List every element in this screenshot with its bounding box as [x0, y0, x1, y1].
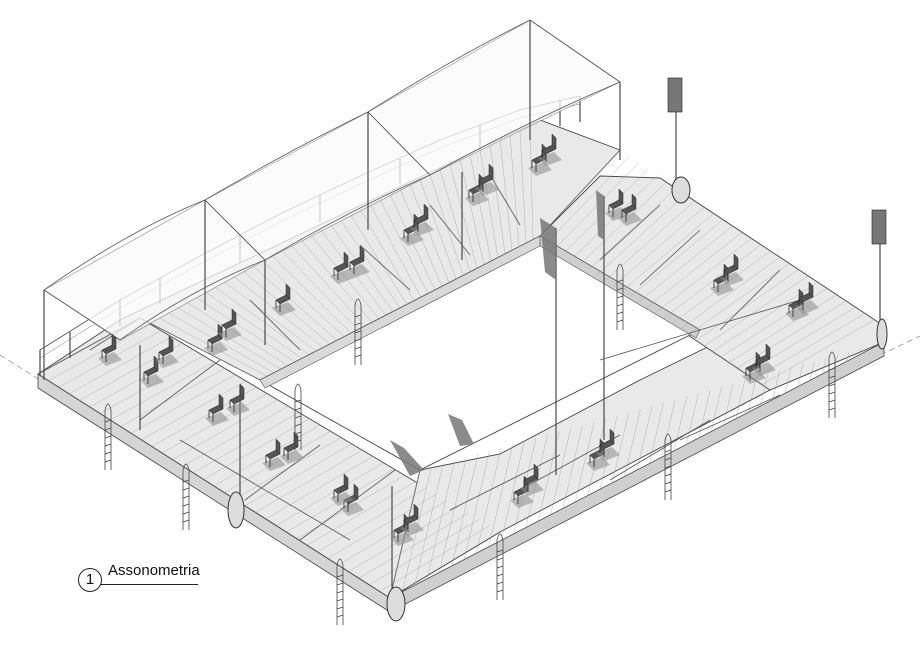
chair — [208, 393, 224, 415]
axis-line-right — [879, 335, 920, 356]
ladder — [616, 263, 624, 330]
chair — [333, 251, 349, 273]
chair — [723, 253, 739, 275]
chair-shadow — [272, 302, 296, 316]
chair-shadow — [330, 270, 354, 284]
chair-shadow — [155, 354, 179, 368]
chair-shadow — [795, 300, 819, 314]
furniture — [98, 133, 819, 546]
chair — [229, 383, 245, 405]
chair — [413, 203, 429, 225]
chair — [158, 335, 174, 357]
chair — [265, 438, 281, 460]
life-buoy — [227, 491, 245, 529]
view-number: 1 — [78, 568, 102, 592]
ladder — [182, 463, 190, 530]
chair-shadow — [340, 502, 364, 516]
flag-poles — [239, 77, 887, 600]
axis-line-left — [0, 354, 41, 381]
chair-shadow — [98, 352, 122, 366]
chair — [403, 503, 419, 525]
chair — [275, 283, 291, 305]
chair — [283, 431, 299, 453]
chair-shadow — [262, 457, 286, 471]
flag-shadow — [390, 440, 424, 476]
chair-shadow — [720, 272, 744, 286]
chair — [478, 163, 494, 185]
chair — [608, 188, 624, 210]
ladder — [294, 383, 302, 450]
life-buoys — [227, 176, 888, 622]
view-title: Assonometria — [108, 562, 200, 579]
chair — [755, 343, 771, 365]
chair-shadow — [330, 492, 354, 506]
module-seams — [89, 174, 801, 541]
chair-shadow — [410, 222, 434, 236]
chair — [101, 333, 117, 355]
chair-shadow — [510, 494, 534, 508]
ladder — [496, 533, 504, 600]
chair — [349, 245, 365, 267]
chair — [599, 428, 615, 450]
chair-shadow — [280, 450, 304, 464]
chair-shadow — [140, 374, 164, 388]
shade-canopy — [43, 19, 621, 430]
ladder — [828, 351, 836, 418]
chair-shadow — [346, 264, 370, 278]
chair-shadow — [205, 412, 229, 426]
chair-shadow — [520, 482, 544, 496]
view-caption: 1 Assonometria — [78, 560, 208, 600]
chair — [221, 308, 237, 330]
chair — [523, 463, 539, 485]
life-buoy — [386, 586, 406, 622]
chair — [333, 473, 349, 495]
chair-shadow — [596, 447, 620, 461]
chair-shadow — [226, 402, 250, 416]
ladder — [104, 403, 112, 470]
chair-shadow — [752, 362, 776, 376]
ladder — [664, 433, 672, 500]
chair — [541, 133, 557, 155]
life-buoy — [876, 318, 888, 350]
flag-shadow — [448, 414, 474, 446]
ladder — [336, 558, 344, 625]
caption-underline — [100, 584, 198, 585]
life-buoy — [671, 176, 691, 204]
chair-shadow — [538, 152, 562, 166]
ladders — [104, 263, 836, 625]
ladder — [354, 298, 362, 365]
chair-shadow — [218, 327, 242, 341]
chair-shadow — [618, 212, 642, 226]
chair-shadow — [400, 522, 424, 536]
chair-shadow — [475, 182, 499, 196]
chair-shadow — [204, 342, 228, 356]
chair — [621, 193, 637, 215]
chair — [798, 281, 814, 303]
